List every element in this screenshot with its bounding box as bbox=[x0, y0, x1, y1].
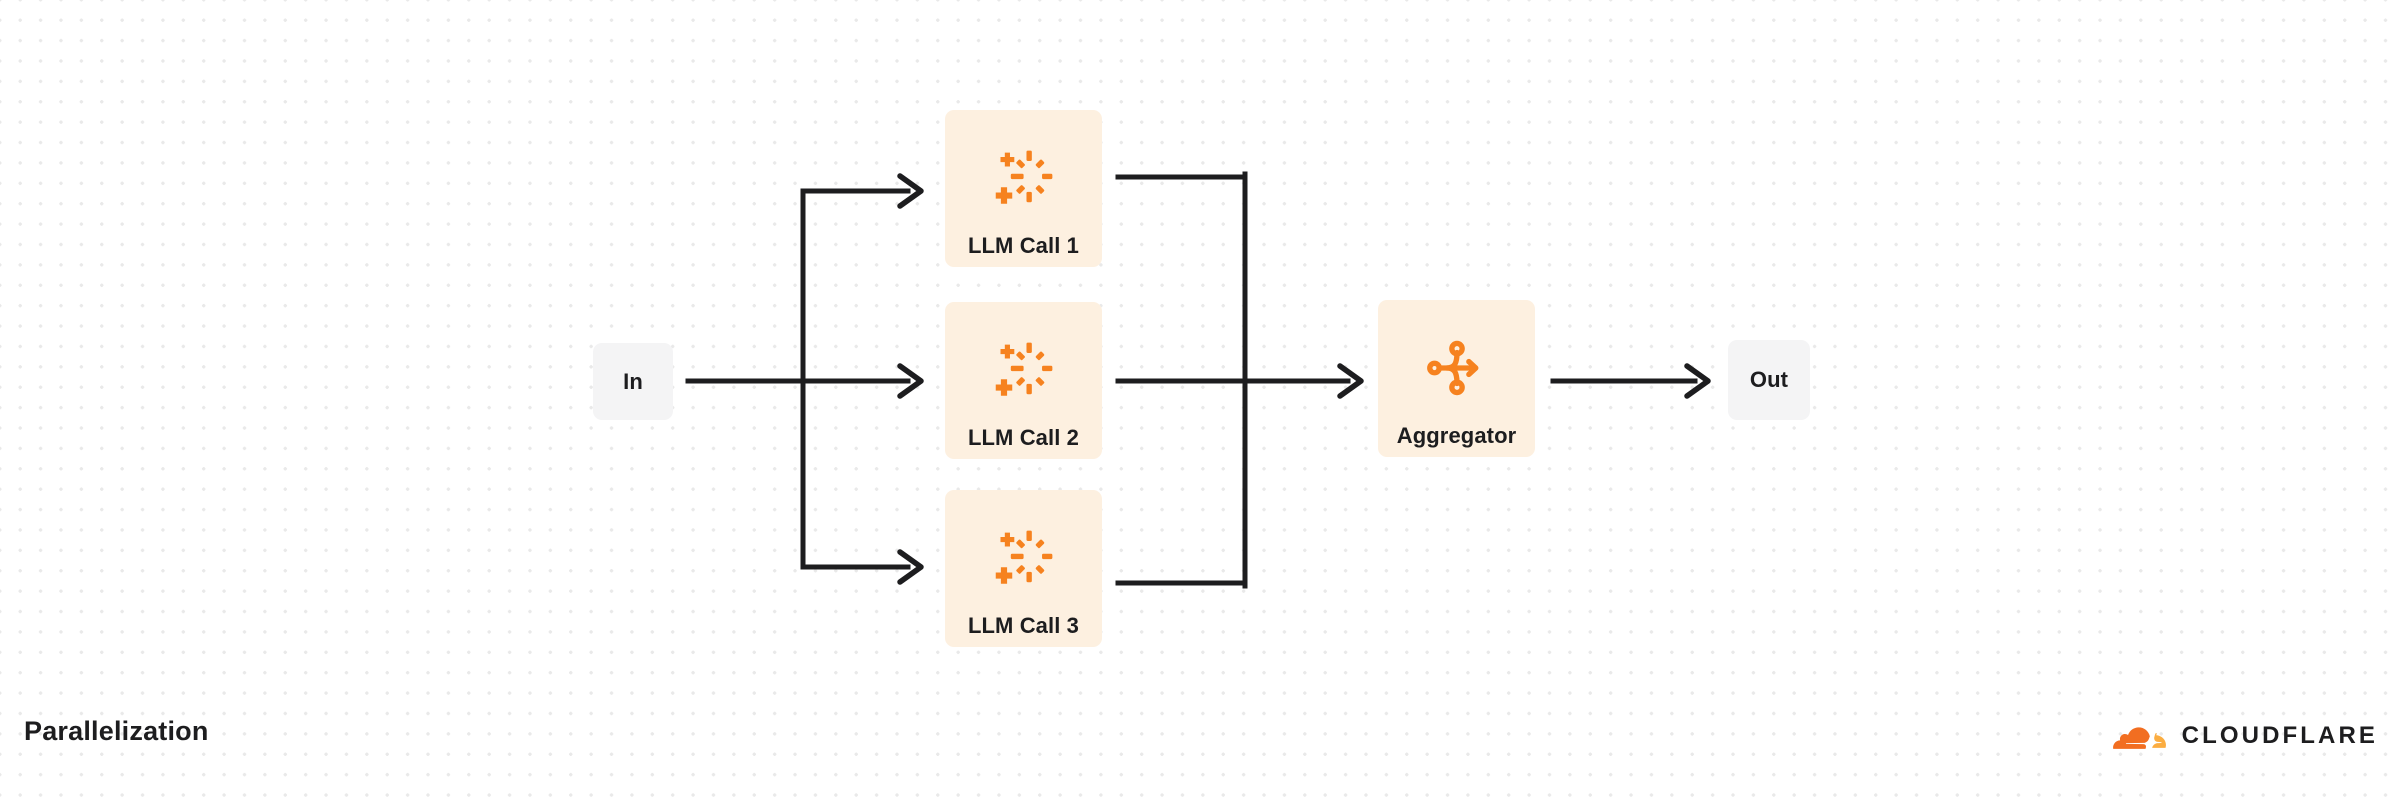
node-output-label: Out bbox=[1749, 367, 1789, 392]
node-input-label: In bbox=[623, 368, 643, 394]
node-aggregator[interactable]: Aggregator bbox=[1378, 300, 1535, 457]
cloudflare-cloud-icon bbox=[2112, 727, 2166, 749]
sparkle-ai-icon bbox=[995, 150, 1052, 204]
arrowhead-llm1-in bbox=[897, 173, 924, 209]
node-llm-call-3[interactable]: LLM Call 3 bbox=[945, 490, 1102, 647]
cloudflare-logo: CLOUDFLARE bbox=[2095, 718, 2378, 754]
node-input[interactable]: In bbox=[593, 343, 673, 420]
node-llm-call-2-label: LLM Call 2 bbox=[967, 424, 1079, 450]
node-llm-call-2[interactable]: LLM Call 2 bbox=[945, 302, 1102, 459]
node-output[interactable]: Out bbox=[1728, 340, 1810, 420]
node-llm-call-3-label: LLM Call 3 bbox=[967, 612, 1079, 638]
node-llm-call-1-label: LLM Call 1 bbox=[967, 232, 1079, 258]
aggregator-merge-icon bbox=[1426, 340, 1478, 395]
sparkle-ai-icon bbox=[995, 342, 1052, 396]
arrowhead-llm3-in bbox=[897, 549, 924, 585]
node-llm-call-1[interactable]: LLM Call 1 bbox=[945, 110, 1102, 267]
arrowhead-aggregator-in bbox=[1337, 363, 1364, 399]
cloudflare-wordmark: CLOUDFLARE bbox=[2181, 722, 2378, 749]
arrowhead-out-in bbox=[1684, 363, 1711, 399]
sparkle-ai-icon bbox=[995, 530, 1052, 584]
arrowhead-llm2-in bbox=[897, 363, 924, 399]
node-aggregator-label: Aggregator bbox=[1396, 422, 1517, 448]
diagram-caption: Parallelization bbox=[24, 716, 209, 746]
